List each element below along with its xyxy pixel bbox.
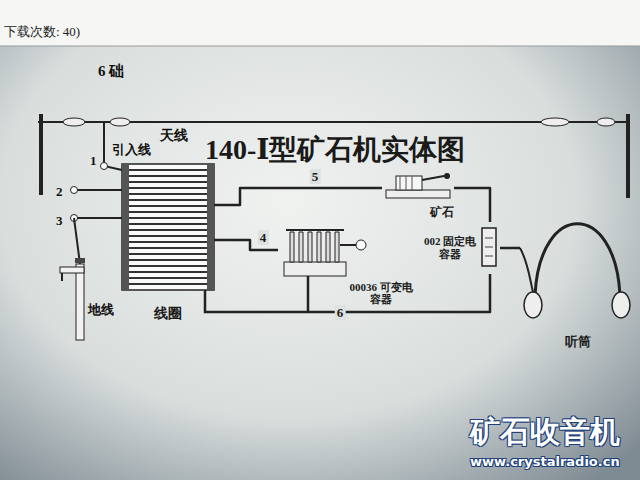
label-holder: 下载次数: 40): [4, 22, 80, 41]
insulator: [110, 118, 130, 126]
band-rule: [0, 46, 640, 47]
component-label: 002 固定电容器: [420, 235, 480, 260]
component-box: 矿石: [382, 168, 454, 220]
watermark-url: www.crystalradio.cn: [470, 454, 620, 469]
label-holder: 引入线: [112, 140, 151, 159]
watermark: 矿石收音机: [470, 414, 620, 449]
terminal-wire: [74, 217, 122, 219]
download-count: 下载次数: 40): [4, 24, 80, 39]
callout-number: 6: [335, 305, 346, 320]
callout-number: 3: [56, 213, 63, 228]
label-holder: 地线: [88, 300, 114, 319]
callout-number: 1: [90, 153, 97, 168]
earpiece: [524, 292, 542, 318]
detector-cup: [396, 176, 422, 190]
component-label: 00036 可变电容器: [346, 281, 416, 306]
capacitor-plates: [290, 232, 339, 262]
lead-in-label: 引入线: [112, 142, 151, 157]
component-label: 线圈: [154, 306, 182, 322]
capacitor-base: [284, 262, 346, 276]
component-box: 00036 可变电容器: [278, 222, 416, 306]
insulator: [597, 118, 615, 126]
wire: [218, 274, 490, 312]
water-pipe: [76, 264, 84, 340]
terminal-wire: [74, 189, 122, 191]
capacitor-frame: [286, 229, 344, 231]
wire: [218, 188, 382, 205]
coil-frame: [122, 164, 214, 290]
title-holder: 140-Ⅰ型矿石机实体图: [205, 131, 465, 169]
wire: [218, 240, 278, 250]
antenna-label: 天线: [160, 128, 188, 143]
headband: [535, 224, 620, 295]
ground-wire: [74, 218, 80, 264]
label-holder: 4: [258, 228, 269, 246]
wire: [500, 247, 520, 250]
diagram-title: 140-Ⅰ型矿石机实体图: [205, 134, 465, 165]
label-holder: 6: [335, 303, 346, 321]
component-box: 线圈: [118, 162, 218, 322]
callout-number: 2: [56, 184, 63, 199]
label-holder: 6 础: [98, 62, 124, 81]
insulator: [63, 118, 85, 126]
coil-board: [207, 164, 214, 290]
label-holder: 5: [310, 167, 321, 185]
component-label: 听筒: [565, 335, 591, 350]
capacitor-lead: [307, 276, 310, 312]
label-holder: 1: [90, 151, 97, 169]
detector-knob: [444, 173, 450, 179]
faucet-mouth: [61, 273, 63, 281]
headphone-cord: [520, 248, 533, 292]
callout-number: 4: [258, 230, 269, 245]
capacitor-knob: [356, 240, 366, 250]
wire: [454, 188, 490, 222]
label-holder: 天线: [160, 126, 188, 145]
label-holder: 2: [56, 182, 63, 200]
label-holder: 3: [56, 211, 63, 229]
coil-winding: [126, 170, 210, 284]
callout-number: 5: [310, 169, 321, 184]
detector-base: [386, 190, 450, 198]
cat-whisker-arm: [422, 176, 444, 180]
component-box: 听筒: [520, 205, 635, 350]
top-band: [0, 0, 640, 46]
capacitor-shaft: [340, 244, 356, 246]
terminal: [101, 163, 108, 170]
detector-cup-lines: [400, 176, 412, 190]
terminal: [71, 187, 78, 194]
coil-board: [122, 164, 129, 290]
label-holder: www.crystalradio.cn: [470, 452, 620, 470]
antenna-post: [626, 114, 630, 198]
earpiece: [612, 292, 630, 318]
fixed-capacitor-marks: [485, 238, 493, 256]
insulator: [541, 118, 569, 126]
ground-label: 地线: [88, 302, 114, 317]
component-box: 002 固定电容器: [420, 222, 500, 274]
faucet-spout: [60, 267, 84, 273]
antenna-post: [39, 114, 43, 195]
coil-lead: [205, 205, 218, 312]
faucet-handle: [75, 258, 85, 263]
label-holder: 矿石收音机: [470, 412, 620, 453]
fixed-capacitor-body: [482, 228, 496, 266]
component-label: 矿石: [430, 206, 454, 220]
page-heading: 6 础: [98, 63, 124, 79]
